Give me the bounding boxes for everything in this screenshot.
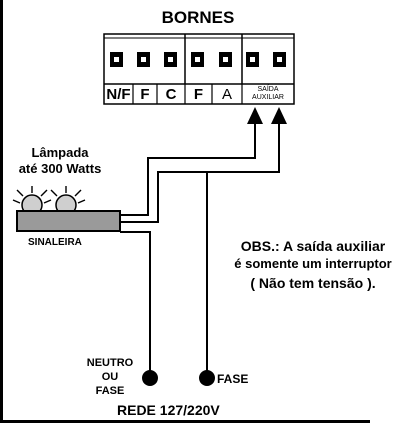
screw-terminal-3 <box>164 52 177 67</box>
aux-arrow-left <box>247 107 263 124</box>
left-border <box>0 0 3 423</box>
terminal-label-a: A <box>221 86 232 103</box>
note-line3: ( Não tem tensão ). <box>250 275 376 291</box>
neutral-label-line3: FASE <box>95 385 125 397</box>
screw-terminal-6 <box>246 52 259 67</box>
screw-terminal-5 <box>219 52 232 67</box>
wires <box>120 123 280 372</box>
aux-output-label-line1: SAÍDA <box>257 86 279 93</box>
screw-terminal-1 <box>110 52 123 67</box>
screw-terminal-4 <box>191 52 204 67</box>
signal-lamp-label: SINALEIRA <box>28 237 82 248</box>
lamp-title-line2: até 300 Watts <box>18 161 102 176</box>
terminal-block <box>103 33 295 105</box>
phase-terminal-dot <box>199 370 215 386</box>
phase-label: FASE <box>217 372 249 386</box>
neutral-terminal-dot <box>142 370 158 386</box>
terminal-label-nf: N/F <box>106 86 131 103</box>
screw-terminal-2 <box>137 52 150 67</box>
lamp-title-line1: Lâmpada <box>31 145 89 160</box>
screw-terminal-7 <box>273 52 286 67</box>
note-line1: OBS.: A saída auxiliar <box>240 238 386 254</box>
neutral-label-line1: NEUTRO <box>86 357 134 369</box>
aux-output-label-line2: AUXILIAR <box>252 94 284 101</box>
terminal-label-f: F <box>140 86 150 103</box>
bottom-border <box>0 420 370 423</box>
aux-arrow-right <box>271 107 287 124</box>
note-line2: é somente um interruptor <box>234 256 392 271</box>
network-label: REDE 127/220V <box>117 402 220 418</box>
terminal-block-title: BORNES <box>161 8 235 27</box>
terminal-label-c: C <box>165 86 177 103</box>
terminal-label-f2: F <box>193 86 204 103</box>
neutral-label-line2: OU <box>101 371 119 383</box>
signal-lamp-bar <box>16 210 121 232</box>
